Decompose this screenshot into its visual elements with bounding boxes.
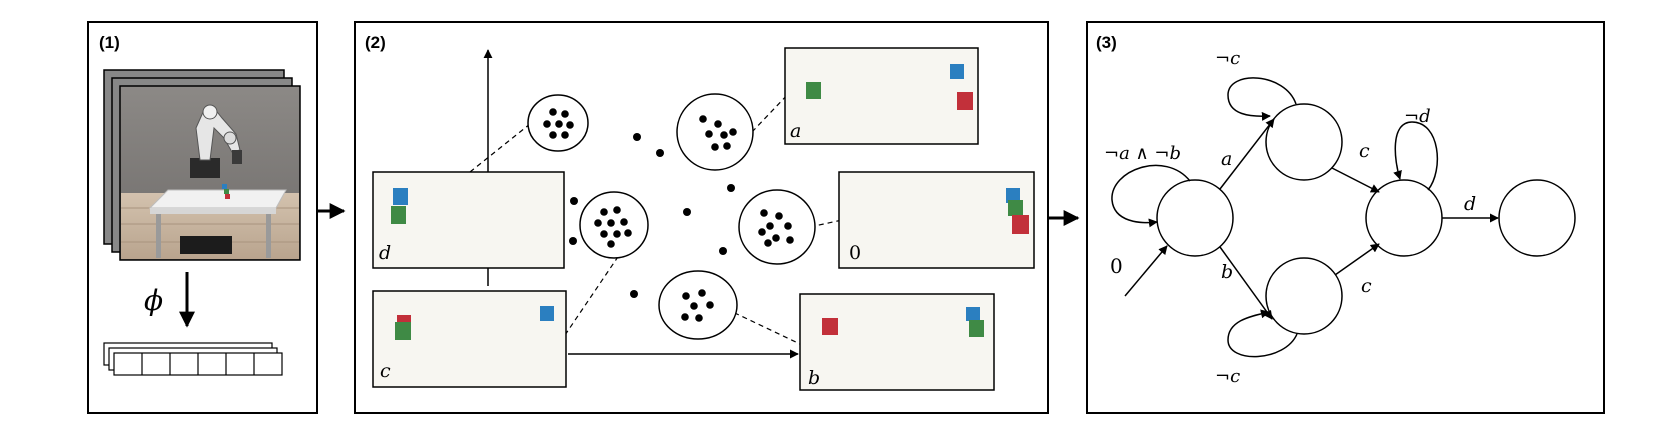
state-bottom [1265,257,1343,335]
observation-c-label: c [380,360,391,382]
observation-d: d [372,171,565,269]
cluster-points [543,108,794,322]
panel-3-label: (3) [1096,33,1117,52]
label-self-loop-initial: ¬a ∧ ¬b [1104,143,1181,164]
label-initial: 0 [1110,254,1123,278]
observation-0-label: 0 [849,242,861,264]
table [148,184,287,258]
observation-0: 0 [838,171,1035,269]
label-edge-c-bottom: c [1361,275,1372,297]
panel-1-frame [87,21,318,414]
robot-arm [190,104,242,178]
label-edge-b: b [1221,261,1233,283]
observation-a: a [784,47,979,145]
state-initial [1156,179,1234,257]
edge-c-top [1331,167,1380,193]
automaton-states [1156,103,1576,335]
edge-initial [1124,245,1168,297]
observation-b: b [799,293,995,391]
robot-scene-image [119,85,301,261]
cluster-top-center [676,93,754,171]
panel-3: (3) 0 ¬a ∧ ¬b ¬c ¬c ¬d a [1086,21,1605,414]
panel-2: (2) a 0 [354,21,1049,414]
clusters [527,93,816,340]
label-edge-d: d [1464,193,1476,215]
state-top [1265,103,1343,181]
panel-2-label: (2) [365,33,386,52]
panel-1-label: (1) [99,33,120,52]
label-edge-c-top: c [1359,140,1370,162]
observation-d-label: d [379,242,391,264]
self-loop-middle-right [1393,121,1439,191]
state-final [1498,179,1576,257]
label-self-loop-top: ¬c [1215,48,1240,69]
cluster-right [738,189,816,265]
panel-3-frame [1086,21,1605,414]
observation-a-label: a [790,120,801,142]
self-loop-top [1227,77,1297,121]
edge-b [1219,246,1273,320]
label-self-loop-bottom: ¬c [1215,366,1240,387]
panel-2-frame [354,21,1049,414]
observation-b-label: b [808,367,820,389]
phi-symbol: ϕ [144,284,163,317]
label-self-loop-middle-right: ¬d [1404,106,1431,127]
image-stack [103,69,301,261]
feature-vectors [103,342,283,376]
automaton-edges [1111,77,1499,358]
edge-a [1219,118,1275,190]
edge-c-bottom [1334,243,1380,276]
self-loop-initial [1111,164,1191,228]
observation-c: c [372,290,567,388]
cluster-bottom [658,270,738,340]
self-loop-bottom [1227,309,1298,358]
panel-1: (1) [87,21,318,414]
label-edge-a: a [1221,148,1232,170]
